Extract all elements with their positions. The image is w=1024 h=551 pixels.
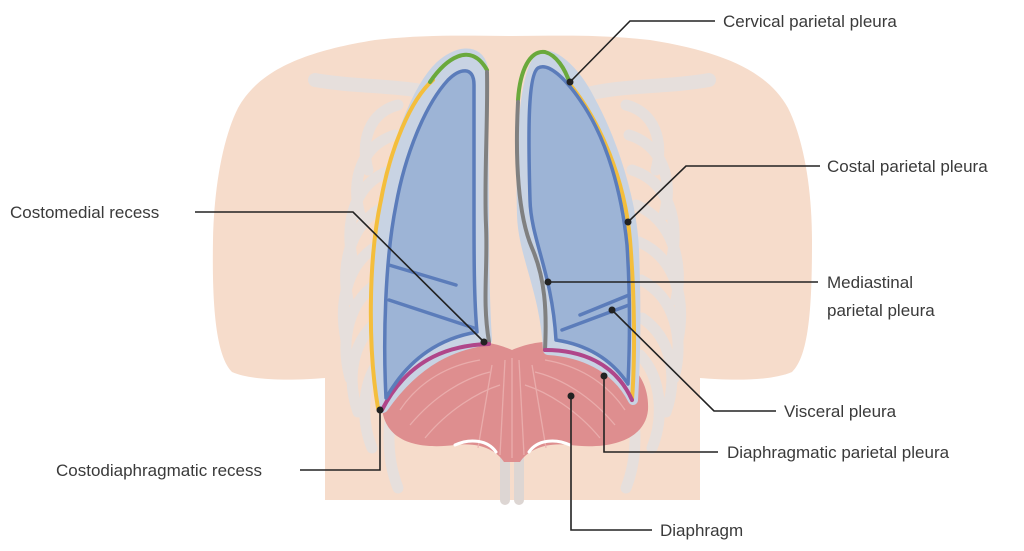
right-mediastinal-parietal-pleura (514, 100, 548, 352)
leader-diaphragmatic-parietal-pleura (603, 376, 718, 453)
leader-costodiaphragmatic-recess (300, 410, 381, 471)
leader-costal-parietal-pleura (627, 165, 820, 223)
dot-costal-parietal-pleura (624, 218, 632, 226)
left-costal-parietal-pleura (368, 78, 435, 410)
label-cervical-parietal-pleura: Cervical parietal pleura (723, 12, 897, 31)
left-cervical-parietal-pleura (428, 52, 489, 84)
label-costomedial-recess: Costomedial recess (10, 203, 159, 222)
right-cervical-parietal-pleura (516, 49, 572, 102)
label-costodiaphragmatic-recess: Costodiaphragmatic recess (56, 461, 262, 480)
label-costal-parietal-pleura: Costal parietal pleura (827, 157, 988, 176)
label-mediastinal-line2: parietal pleura (827, 301, 935, 320)
right-pleural-cavity (514, 49, 641, 405)
label-diaphragm: Diaphragm (660, 521, 743, 540)
left-lung (382, 69, 479, 400)
label-visceral-pleura: Visceral pleura (784, 402, 897, 421)
leader-diaphragm (570, 396, 652, 531)
leader-visceral-pleura (611, 309, 776, 412)
dot-diaphragmatic-parietal-pleura (600, 372, 608, 380)
dot-cervical-parietal-pleura (566, 78, 574, 86)
right-diaphragmatic-parietal-pleura (543, 348, 634, 402)
label-mediastinal-line1: Mediastinal (827, 273, 913, 292)
dot-mediastinal-parietal-pleura (544, 278, 552, 286)
label-diaphragmatic-parietal-pleura: Diaphragmatic parietal pleura (727, 443, 950, 462)
leader-dots (376, 78, 632, 414)
left-mediastinal-parietal-pleura (483, 70, 491, 344)
dot-diaphragm (567, 392, 575, 400)
leader-costomedial-recess (195, 211, 485, 343)
leader-cervical-parietal-pleura (569, 20, 715, 83)
dot-costodiaphragmatic-recess (376, 406, 384, 414)
dot-costomedial-recess (480, 338, 488, 346)
left-pleural-cavity (368, 48, 492, 413)
dot-visceral-pleura (608, 306, 616, 314)
left-diaphragmatic-parietal-pleura (380, 342, 491, 412)
leader-lines (195, 20, 820, 531)
diaphragm (380, 341, 649, 462)
